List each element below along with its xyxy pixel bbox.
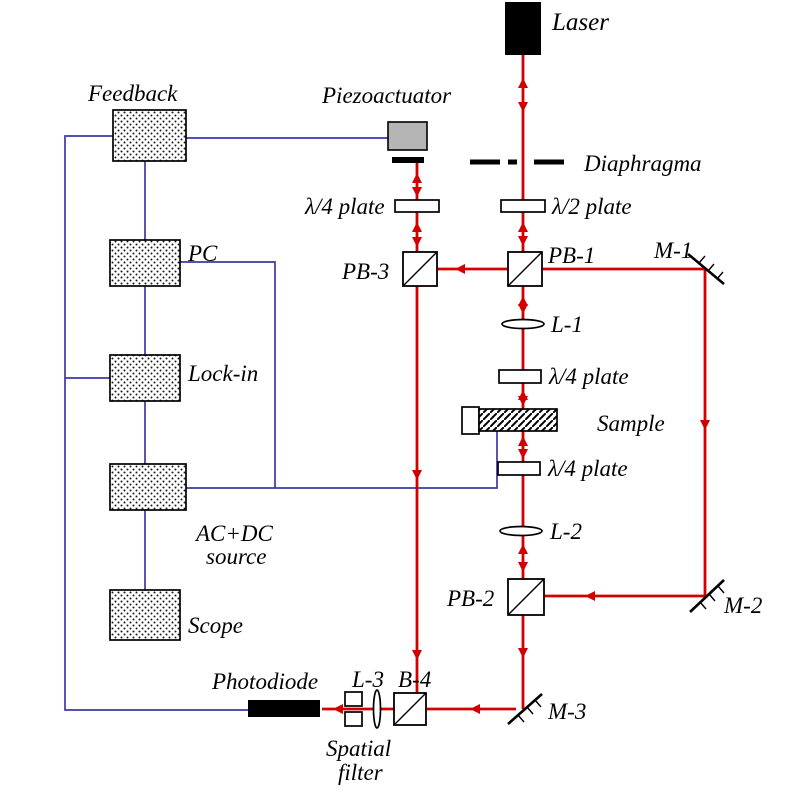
- l1-lens: [501, 318, 545, 330]
- beam-arrow: [518, 78, 528, 88]
- half-plate-label: λ/2 plate: [551, 194, 632, 219]
- quarter-plate-bottom-label: λ/4 plate: [547, 456, 628, 481]
- beam-arrow: [518, 102, 528, 112]
- l1-label: L-1: [550, 312, 583, 337]
- beam-arrow: [518, 562, 528, 572]
- beam-arrow: [518, 396, 528, 406]
- beam-arrow: [585, 591, 595, 601]
- beam-arrow: [333, 704, 343, 714]
- pb2-cube: [507, 578, 545, 616]
- acdc-label-line2: source: [206, 544, 266, 569]
- quarter-plate-mid-label: λ/4 plate: [548, 364, 629, 389]
- quarter-wave-plate-bottom: [497, 461, 541, 476]
- spatial-filter-label-line2: filter: [338, 760, 384, 785]
- quarter-wave-plate-mid: [498, 369, 542, 384]
- l2-lens: [499, 525, 543, 537]
- beam-arrow: [518, 236, 528, 246]
- pc-label: PC: [187, 241, 218, 266]
- laser-label: Laser: [551, 9, 609, 36]
- beam-arrow: [518, 296, 528, 306]
- feedback-box: [112, 109, 187, 162]
- spatial-filter: [344, 691, 363, 727]
- acdc-label-line1: AC+DC: [194, 521, 274, 546]
- pb3-cube: [402, 251, 438, 287]
- piezoactuator-label: Piezoactuator: [321, 83, 452, 108]
- beam-arrow: [412, 187, 422, 197]
- pb1-cube: [507, 251, 543, 287]
- pb2-label: PB-2: [446, 586, 494, 611]
- beam-arrow: [412, 222, 422, 232]
- m2-mirror: [689, 579, 725, 613]
- beam-arrow: [412, 173, 422, 183]
- half-wave-plate: [500, 199, 546, 213]
- beam-arrow: [700, 420, 710, 430]
- beam-arrow: [412, 237, 422, 247]
- quarter-plate-top-label: λ/4 plate: [304, 194, 385, 219]
- beam-arrow: [470, 704, 480, 714]
- sample-assembly: [461, 406, 558, 435]
- pc-box: [109, 239, 181, 287]
- b4-cube: [393, 692, 427, 726]
- beam-arrow: [518, 648, 528, 658]
- quarter-wave-plate-top: [394, 199, 440, 213]
- spatial-filter-label-line1: Spatial: [326, 736, 391, 761]
- beam-arrow: [412, 650, 422, 660]
- m1-mirror: [687, 253, 725, 285]
- m3-label: M-3: [547, 699, 586, 724]
- feedback-label: Feedback: [87, 81, 178, 106]
- photodiode-label: Photodiode: [211, 669, 318, 694]
- beam-arrow: [518, 222, 528, 232]
- beam-arrow: [518, 436, 528, 446]
- sample-label: Sample: [597, 411, 665, 436]
- scope-box: [109, 589, 181, 641]
- photodiode-box: [248, 700, 320, 717]
- wire-pc-to-source: [180, 261, 276, 488]
- scope-label: Scope: [188, 613, 243, 638]
- beam-pb1-m1-m2-pb2: [542, 267, 707, 598]
- diaphragma-label: Diaphragma: [583, 151, 702, 176]
- laser-box: [505, 2, 541, 55]
- beam-arrow: [518, 449, 528, 459]
- lockin-box: [109, 354, 181, 402]
- l2-label: L-2: [549, 519, 582, 544]
- acdc-source-box: [109, 463, 187, 511]
- piezoactuator-box: [387, 121, 428, 151]
- wire-feedback-to-photodiode: [64, 135, 248, 711]
- beam-arrow: [518, 304, 528, 314]
- pb3-label: PB-3: [341, 259, 389, 284]
- wire-source-to-sample: [186, 431, 498, 489]
- l3-lens: [372, 689, 382, 729]
- m3-mirror: [507, 693, 543, 725]
- lockin-label: Lock-in: [187, 361, 258, 386]
- beam-arrow: [455, 264, 465, 274]
- m2-label: M-2: [723, 593, 762, 618]
- m1-label: M-1: [653, 238, 692, 263]
- beam-arrow: [518, 544, 528, 554]
- pb1-label: PB-1: [547, 243, 595, 268]
- beam-arrow: [412, 470, 422, 480]
- l3-label: L-3: [351, 667, 384, 692]
- b4-label: B-4: [398, 667, 431, 692]
